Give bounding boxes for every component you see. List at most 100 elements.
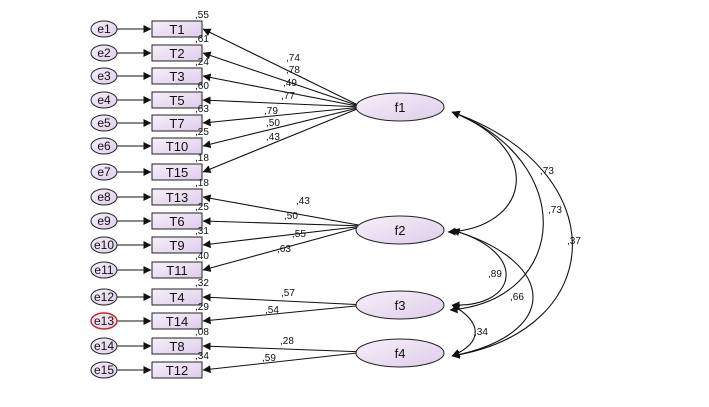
indicator-label-t4: T4 bbox=[169, 290, 184, 305]
factor-label-f4: f4 bbox=[395, 346, 406, 361]
r2-label-t11: ,40 bbox=[195, 251, 209, 262]
error-label-e9: e9 bbox=[97, 214, 111, 228]
indicator-label-t2: T2 bbox=[169, 46, 184, 61]
error-label-e1: e1 bbox=[97, 22, 111, 36]
indicator-label-t14: T14 bbox=[166, 314, 188, 329]
indicator-box-t7 bbox=[151, 114, 203, 132]
indicator-label-t5: T5 bbox=[169, 93, 184, 108]
indicator-label-t8: T8 bbox=[169, 339, 184, 354]
edges-layer bbox=[117, 25, 573, 374]
loading-label-f4-t8: ,28 bbox=[280, 336, 294, 347]
error-label-e6: e6 bbox=[97, 139, 111, 153]
r2-label-t7: ,63 bbox=[195, 104, 209, 115]
error-label-e3: e3 bbox=[97, 69, 111, 83]
r2-label-t10: ,25 bbox=[195, 127, 209, 138]
error-label-e2: e2 bbox=[97, 46, 111, 60]
indicator-label-t11: T11 bbox=[166, 263, 187, 278]
indicator-box-t6 bbox=[151, 212, 203, 230]
indicator-label-t13: T13 bbox=[166, 190, 188, 205]
loading-label-f4-t12: ,59 bbox=[262, 353, 276, 364]
loading-arrow-f1-t15 bbox=[202, 106, 363, 173]
loading-arrow-f3-t4 bbox=[202, 293, 367, 306]
r2-label-t5: ,60 bbox=[195, 81, 209, 92]
loading-label-f1-t2: ,78 bbox=[286, 65, 300, 76]
indicator-label-t9: T9 bbox=[169, 238, 184, 253]
factor-label-f3: f3 bbox=[395, 298, 406, 313]
error-node-e9 bbox=[90, 212, 118, 230]
covariance-arc-f1-f2 bbox=[447, 111, 517, 236]
error-node-e6 bbox=[90, 137, 118, 155]
covariance-label-f3-f4: ,34 bbox=[474, 327, 488, 338]
covariance-arc-f3-f4 bbox=[451, 304, 476, 357]
loading-label-f1-t5: ,77 bbox=[281, 91, 295, 102]
indicator-box-t15 bbox=[151, 163, 203, 181]
loading-label-f3-t4: ,57 bbox=[281, 288, 295, 299]
loading-label-f2-t13: ,43 bbox=[296, 196, 310, 207]
indicator-box-t2 bbox=[151, 44, 203, 62]
loading-arrow-f3-t14 bbox=[202, 304, 367, 325]
loading-label-f3-t14: ,54 bbox=[265, 305, 279, 316]
loading-arrow-f1-t10 bbox=[202, 106, 363, 149]
indicator-box-t1 bbox=[151, 20, 203, 38]
error-node-e3 bbox=[90, 67, 118, 85]
r2-label-t15: ,18 bbox=[195, 153, 209, 164]
indicator-label-t3: T3 bbox=[169, 69, 184, 84]
loading-arrow-f2-t9 bbox=[202, 225, 365, 249]
nodes-layer bbox=[90, 20, 445, 379]
loading-label-f1-t3: ,49 bbox=[283, 78, 297, 89]
loading-arrow-f2-t6 bbox=[202, 217, 365, 227]
r2-label-t9: ,31 bbox=[195, 226, 209, 237]
loading-label-f1-t7: ,79 bbox=[264, 106, 278, 117]
error-node-e11 bbox=[90, 261, 118, 279]
error-label-e15: e15 bbox=[94, 363, 114, 377]
r2-label-t6: ,25 bbox=[195, 202, 209, 213]
r2-label-t14: ,29 bbox=[195, 302, 209, 313]
error-label-e8: e8 bbox=[97, 190, 111, 204]
covariance-arc-f1-f4 bbox=[451, 110, 573, 359]
r2-label-t13: ,18 bbox=[195, 178, 209, 189]
error-label-e10: e10 bbox=[94, 238, 114, 252]
covariance-label-f2-f4: ,66 bbox=[510, 292, 524, 303]
error-node-e10 bbox=[90, 236, 118, 254]
r2-label-t8: ,08 bbox=[195, 327, 209, 338]
factor-node-f1 bbox=[355, 92, 445, 122]
loading-label-f2-t6: ,50 bbox=[284, 211, 298, 222]
r2-label-t4: ,32 bbox=[195, 278, 209, 289]
indicator-box-t3 bbox=[151, 67, 203, 85]
indicator-label-t12: T12 bbox=[166, 363, 188, 378]
loading-arrow-f2-t13 bbox=[202, 194, 365, 227]
error-node-e14 bbox=[90, 337, 118, 355]
error-label-e5: e5 bbox=[97, 116, 111, 130]
indicator-box-t13 bbox=[151, 188, 203, 206]
loading-arrow-f1-t2 bbox=[202, 51, 363, 108]
indicator-label-t10: T10 bbox=[166, 139, 188, 154]
loading-arrow-f1-t3 bbox=[202, 73, 363, 108]
indicator-label-t6: T6 bbox=[169, 214, 184, 229]
factor-label-f1: f1 bbox=[395, 100, 406, 115]
error-node-e2 bbox=[90, 44, 118, 62]
error-node-e5 bbox=[90, 114, 118, 132]
labels-layer: ,74,78,49,77,79,50,43,43,50,55,63,57,54,… bbox=[94, 10, 581, 378]
error-node-e4 bbox=[90, 91, 118, 109]
indicator-label-t7: T7 bbox=[169, 116, 184, 131]
loading-label-f1-t15: ,43 bbox=[266, 132, 280, 143]
loading-label-f1-t1: ,74 bbox=[286, 53, 300, 64]
loading-arrow-f4-t12 bbox=[202, 351, 367, 374]
indicator-box-t8 bbox=[151, 337, 203, 355]
error-label-e13: e13 bbox=[94, 314, 114, 328]
factor-node-f3 bbox=[355, 290, 445, 320]
covariance-arc-f2-f3 bbox=[451, 228, 507, 310]
loading-arrow-f1-t1 bbox=[202, 28, 363, 108]
indicator-box-t5 bbox=[151, 91, 203, 109]
indicator-box-t4 bbox=[151, 288, 203, 306]
error-node-e15 bbox=[90, 361, 118, 379]
indicator-box-t10 bbox=[151, 137, 203, 155]
covariance-label-f1-f3: ,73 bbox=[548, 205, 562, 216]
factor-node-f2 bbox=[355, 215, 445, 245]
indicator-box-t9 bbox=[151, 236, 203, 254]
covariance-label-f1-f2: ,73 bbox=[540, 166, 554, 177]
loading-arrow-f1-t7 bbox=[202, 106, 363, 127]
r2-label-t3: ,24 bbox=[195, 57, 209, 68]
r2-label-t2: ,61 bbox=[195, 34, 209, 45]
